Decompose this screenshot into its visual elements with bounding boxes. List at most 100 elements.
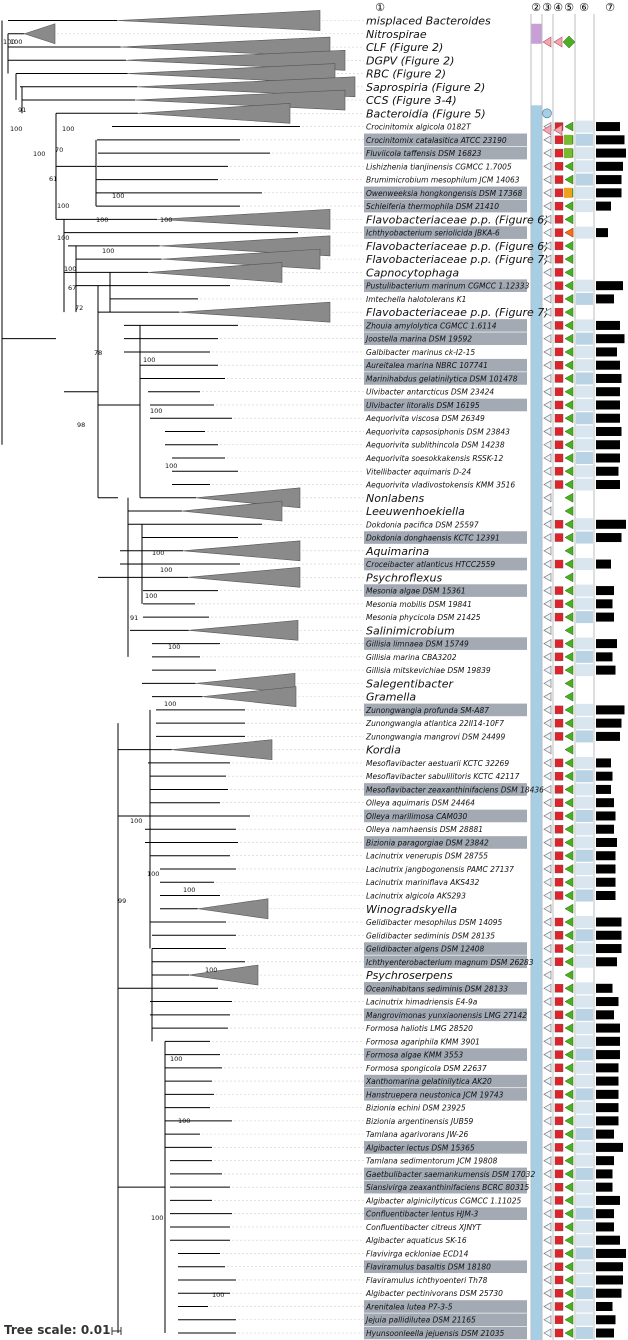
clade-label: Kordia [366,744,401,757]
track6-cell [576,412,593,425]
track6-cell [576,836,593,849]
track5-triangle [564,585,574,596]
track3-triangle [543,665,552,675]
track5-triangle [564,665,574,676]
track5-triangle [564,1248,574,1259]
track5-triangle [564,890,574,901]
track4-square [554,705,564,715]
track4-square [554,228,564,237]
track7-bar [596,983,613,993]
track4-square [554,427,564,436]
track4-square [554,1023,564,1033]
track7-bar [596,201,611,211]
track5-triangle [564,347,574,357]
taxon-label: Formosa agariphila KMM 3901 [366,1037,480,1046]
taxon-label: Hyunsoonleella jejuensis DSM 21035 [366,1329,505,1338]
track3-triangle [543,307,552,317]
track5-triangle [564,506,574,516]
track6-cell [576,1141,593,1154]
track7-bar [596,1262,623,1272]
track3-triangle [543,1209,552,1219]
taxon-label: Lishizhenia tianjinensis CGMCC 1.7005 [366,162,512,171]
header-col3: ③ [542,1,552,14]
track3-triangle [543,917,552,927]
track7-bar [596,612,614,622]
track5-triangle [564,1222,574,1232]
track3-triangle [543,506,552,516]
taxon-label: Algibacter lectus DSM 15365 [365,1143,475,1152]
track3-triangle [543,148,552,158]
track6-cell [576,147,593,160]
track6-cell [576,1247,593,1260]
taxon-label: Oceanihabitans sediminis DSM 28133 [366,984,508,993]
track5-triangle [564,413,574,424]
track6-cell [576,1061,593,1074]
track4-square [554,811,564,821]
track3-triangle [543,784,552,795]
track5-triangle [564,930,574,941]
support-value: 100 [96,216,108,224]
track5-triangle [564,917,574,927]
taxon-label: Aequorivita viscosa DSM 26349 [365,414,485,423]
taxon-label: Lacinutrix himadriensis E4-9a [366,998,478,1007]
track6-cell [576,1088,593,1101]
support-value: 100 [205,966,217,974]
support-value: 100 [147,870,159,878]
support-value: 100 [160,216,172,224]
taxon-label: Ulvibacter antarcticus DSM 23424 [366,388,494,397]
taxon-label: Arenitalea lutea P7-3-5 [365,1302,453,1311]
track7-bar [596,1195,620,1205]
track6-cell [576,703,593,716]
track5-triangle [564,426,574,437]
track5-triangle-orange [564,227,574,238]
track6-cell [576,995,593,1008]
track3-triangle [543,1049,552,1060]
highlight-band [364,1313,527,1327]
track7-bar [596,771,613,781]
taxon-label: Mesoflavibacter zeaxanthinifaciens DSM 1… [366,785,544,794]
taxon-label: Lacinutrix jangbogonensis PAMC 27137 [366,865,514,874]
track6-cell [576,823,593,836]
track4-square [554,400,564,410]
track5-triangle [564,731,574,742]
support-value: 100 [143,356,155,364]
track4-square [554,148,564,158]
track5-square [564,134,572,145]
clade-label: Leeuwenhoekiella [366,505,465,518]
track4-square [554,586,564,595]
track3-triangle [543,599,552,609]
taxon-label: Aureitalea marina NBRC 107741 [365,361,488,370]
track3-triangle [543,943,552,954]
highlight-band [364,584,527,597]
track4-square [554,1235,564,1245]
track7-bar [596,347,617,357]
track4-square [554,771,564,781]
track6-cell [576,637,593,650]
track6-cell [576,1022,593,1035]
track3-triangle [543,453,552,463]
taxon-label: Algibacter alginicilyticus CGMCC 1.11025 [365,1196,521,1205]
annotation-tracks [542,35,626,1338]
track6-cell [576,889,593,902]
track3-triangle [543,718,552,728]
track6-cell [576,1167,593,1180]
track5-triangle [564,744,574,755]
support-value: 70 [55,146,63,154]
track4-square [554,1129,564,1139]
track7-bar [596,334,625,344]
taxon-label: Pustulibacterium marinum CGMCC 1.12333 [366,282,530,291]
track7-bar [596,135,625,145]
clade-label: Flavobacteriaceae p.p. (Figure 6) [366,240,549,253]
track4-square [554,798,564,807]
track3-triangle [543,612,552,622]
track5-triangle [564,1301,574,1312]
track4-square [554,1289,564,1298]
track5-triangle [564,254,574,265]
taxon-label: Brumimicrobium mesophilum JCM 14063 [366,176,520,185]
taxon-label: Imtechella halotolerans K1 [366,295,466,304]
highlight-band [364,319,527,332]
taxon-label: Zunongwangia mangrovi DSM 24499 [365,732,506,741]
support-value: 100 [62,125,74,133]
highlight-band [364,836,527,849]
clade-label: Bacteroidia (Figure 5) [366,107,486,120]
